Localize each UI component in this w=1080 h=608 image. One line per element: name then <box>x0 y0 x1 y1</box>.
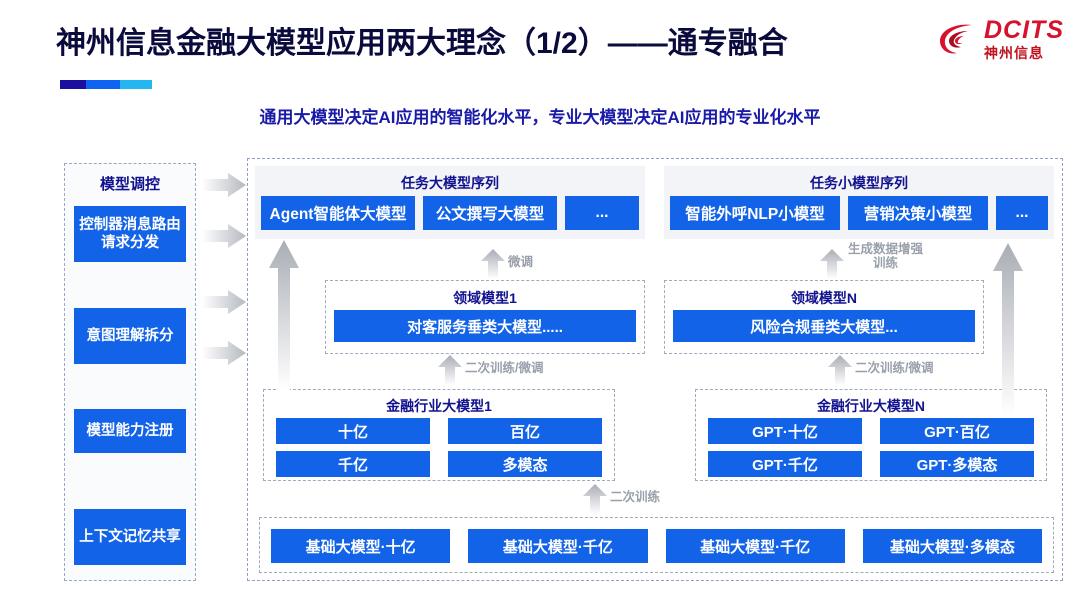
accent-segment-3 <box>120 80 152 89</box>
control-item-context-memory[interactable]: 上下文记忆共享 <box>74 509 186 565</box>
page-title: 神州信息金融大模型应用两大理念（1/2）——通专融合 <box>56 27 788 60</box>
title-accent-bar <box>60 80 152 89</box>
domain-model-n-group: 领域模型N 风险合规垂类大模型... <box>664 280 984 354</box>
control-item-router[interactable]: 控制器消息路由请求分发 <box>74 206 186 262</box>
chip-finn-gpt-ten-billion[interactable]: GPT·百亿 <box>880 418 1034 444</box>
model-control-title: 模型调控 <box>99 176 160 193</box>
chip-fin1-billion[interactable]: 十亿 <box>276 418 430 444</box>
flow-arrow-right-4 <box>202 341 246 365</box>
page-subtitle: 通用大模型决定AI应用的智能化水平，专业大模型决定AI应用的专业化水平 <box>259 108 821 127</box>
arrow-up-retrain-finetune-left <box>438 355 462 385</box>
arrow-label-retrain-finetune-right: 二次训练/微调 <box>855 361 934 375</box>
chip-base-billion[interactable]: 基础大模型·十亿 <box>271 529 451 563</box>
chip-outbound-nlp-model[interactable]: 智能外呼NLP小模型 <box>670 196 840 230</box>
flow-arrow-right-1 <box>202 173 246 197</box>
accent-segment-2 <box>86 80 120 89</box>
chip-customer-service-vertical-model[interactable]: 对客服务垂类大模型..... <box>334 310 636 342</box>
control-item-intent[interactable]: 意图理解拆分 <box>74 308 186 364</box>
chip-base-multimodal[interactable]: 基础大模型·多模态 <box>862 529 1042 563</box>
domain-model-1-group: 领域模型1 对客服务垂类大模型..... <box>325 280 645 354</box>
chip-more-large-models[interactable]: ... <box>565 196 639 230</box>
arrow-label-retrain: 二次训练 <box>610 490 661 504</box>
arrow-up-tall-left <box>269 240 299 390</box>
task-large-model-sequence-title: 任务大模型序列 <box>401 175 499 191</box>
task-small-model-sequence-title: 任务小模型序列 <box>810 175 908 191</box>
arrow-label-data-augment-l2: 训练 <box>873 256 899 271</box>
chip-marketing-decision-model[interactable]: 营销决策小模型 <box>848 196 988 230</box>
chip-finn-gpt-hundred-billion[interactable]: GPT·千亿 <box>708 451 862 477</box>
task-small-model-sequence: 任务小模型序列 智能外呼NLP小模型 营销决策小模型 ... <box>664 166 1054 239</box>
dcits-swirl-icon <box>936 18 978 60</box>
model-control-panel: 模型调控 控制器消息路由请求分发 意图理解拆分 模型能力注册 上下文记忆共享 <box>64 163 196 581</box>
chip-agent-model[interactable]: Agent智能体大模型 <box>261 196 415 230</box>
logo-text-en: DCITS <box>984 16 1064 44</box>
accent-segment-1 <box>60 80 86 89</box>
arrow-label-data-augment-l1: 生成数据增强 <box>848 242 924 256</box>
task-large-model-sequence: 任务大模型序列 Agent智能体大模型 公文撰写大模型 ... <box>255 166 645 239</box>
arrow-up-tall-right <box>993 243 1023 415</box>
company-logo: DCITS 神州信息 <box>936 18 1064 60</box>
chip-more-small-models[interactable]: ... <box>996 196 1048 230</box>
flow-arrow-right-3 <box>202 290 246 314</box>
base-model-group: 基础大模型·十亿 基础大模型·千亿 基础大模型·千亿 基础大模型·多模态 <box>259 517 1054 573</box>
arrow-up-retrain <box>583 484 607 514</box>
logo-text-cn: 神州信息 <box>984 45 1044 61</box>
chip-risk-compliance-vertical-model[interactable]: 风险合规垂类大模型... <box>673 310 975 342</box>
arrow-label-retrain-finetune-left: 二次训练/微调 <box>465 361 544 375</box>
arrow-up-data-augment <box>820 249 844 279</box>
finance-industry-model-n-title: 金融行业大模型N <box>816 398 926 414</box>
chip-base-hundred-billion-2[interactable]: 基础大模型·千亿 <box>665 529 845 563</box>
arrow-up-retrain-finetune-right <box>828 355 852 385</box>
finance-industry-model-n-group: 金融行业大模型N GPT·十亿 GPT·百亿 GPT·千亿 GPT·多模态 <box>695 389 1047 481</box>
arrow-label-finetune: 微调 <box>508 255 534 269</box>
arrow-up-finetune <box>481 249 505 279</box>
chip-finn-gpt-billion[interactable]: GPT·十亿 <box>708 418 862 444</box>
flow-arrow-right-2 <box>202 224 246 248</box>
architecture-panel <box>247 158 1063 581</box>
chip-base-hundred-billion-1[interactable]: 基础大模型·千亿 <box>468 529 648 563</box>
arrow-label-data-augment: 生成数据增强 训练 <box>848 242 923 271</box>
control-item-capability-register[interactable]: 模型能力注册 <box>74 409 186 453</box>
chip-fin1-ten-billion[interactable]: 百亿 <box>448 418 602 444</box>
finance-industry-model-1-title: 金融行业大模型1 <box>386 398 492 414</box>
domain-model-n-title: 领域模型N <box>790 290 858 306</box>
chip-fin1-multimodal[interactable]: 多模态 <box>448 451 602 477</box>
chip-document-writing-model[interactable]: 公文撰写大模型 <box>423 196 557 230</box>
chip-finn-gpt-multimodal[interactable]: GPT·多模态 <box>880 451 1034 477</box>
finance-industry-model-1-group: 金融行业大模型1 十亿 百亿 千亿 多模态 <box>263 389 615 481</box>
domain-model-1-title: 领域模型1 <box>453 290 517 306</box>
chip-fin1-hundred-billion[interactable]: 千亿 <box>276 451 430 477</box>
